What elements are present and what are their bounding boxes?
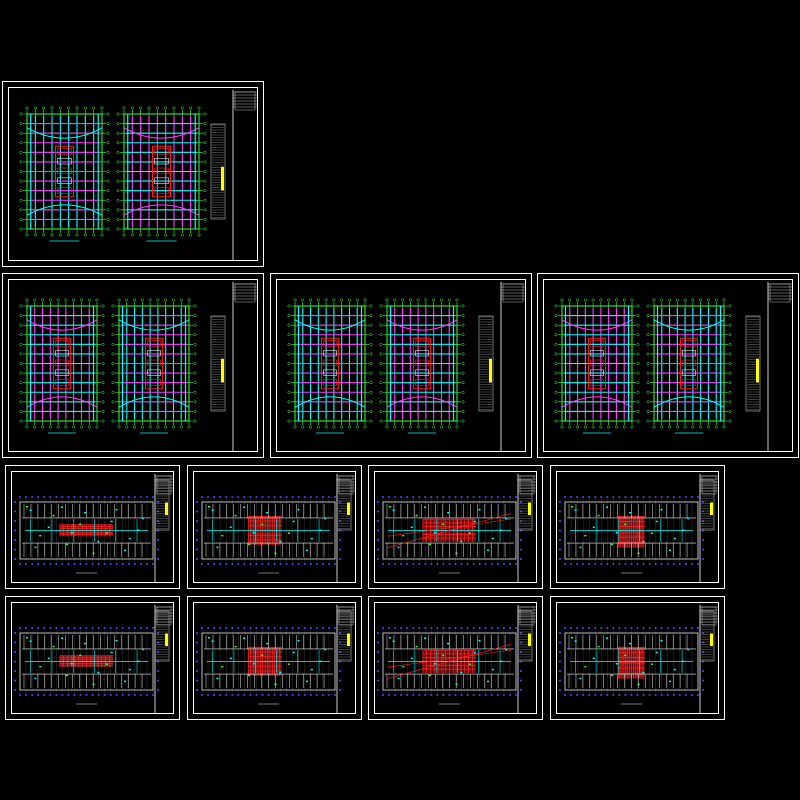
tower-plan — [116, 106, 207, 242]
title-block — [210, 282, 257, 451]
drawing-sheet-floor-8[interactable] — [550, 596, 725, 720]
floor-plan — [14, 496, 159, 574]
sheet-drawing — [196, 474, 355, 582]
drawing-sheet-floor-1[interactable] — [5, 465, 180, 589]
sheet-frame — [193, 602, 356, 714]
drawing-sheet-plan-4[interactable] — [537, 273, 799, 458]
sheet-frame — [556, 602, 719, 714]
tower-plan — [646, 298, 732, 434]
floor-plan — [377, 627, 522, 705]
floor-plan — [377, 496, 522, 574]
drawing-sheet-floor-3[interactable] — [368, 465, 543, 589]
sheet-drawing — [377, 605, 536, 713]
floor-plan — [196, 627, 341, 705]
title-block — [336, 605, 355, 713]
sheet-frame — [193, 471, 356, 583]
sheet-drawing — [14, 605, 173, 713]
sheet-frame — [11, 602, 174, 714]
sheet-frame — [8, 279, 258, 452]
title-block — [517, 605, 536, 713]
sheet-frame — [276, 279, 526, 452]
drawing-sheet-plan-3[interactable] — [270, 273, 532, 458]
title-block — [745, 282, 792, 451]
floor-plan — [196, 496, 341, 574]
title-block — [336, 474, 355, 582]
sheet-frame — [556, 471, 719, 583]
drawing-sheet-floor-6[interactable] — [187, 596, 362, 720]
tower-plan — [554, 298, 640, 434]
floor-plan — [559, 627, 704, 705]
tower-plan — [19, 106, 110, 242]
sheet-frame — [11, 471, 174, 583]
title-block — [210, 90, 257, 260]
sheet-drawing — [196, 605, 355, 713]
title-block — [699, 474, 718, 582]
sheet-drawing — [287, 282, 525, 451]
drawing-sheet-plan-1[interactable] — [2, 81, 264, 267]
sheet-frame — [543, 279, 793, 452]
sheet-drawing — [559, 474, 718, 582]
sheet-drawing — [19, 90, 257, 260]
floor-plan — [14, 627, 159, 705]
title-block — [478, 282, 525, 451]
title-block — [699, 605, 718, 713]
sheet-drawing — [377, 474, 536, 582]
drawing-sheet-floor-4[interactable] — [550, 465, 725, 589]
sheet-frame — [8, 87, 258, 261]
drawing-sheet-floor-2[interactable] — [187, 465, 362, 589]
sheet-drawing — [19, 282, 257, 451]
drawing-sheet-floor-7[interactable] — [368, 596, 543, 720]
sheet-drawing — [559, 605, 718, 713]
tower-plan — [19, 298, 105, 434]
drawing-sheet-floor-5[interactable] — [5, 596, 180, 720]
floor-plan — [559, 496, 704, 574]
tower-plan — [287, 298, 373, 434]
title-block — [154, 605, 173, 713]
sheet-frame — [374, 602, 537, 714]
title-block — [154, 474, 173, 582]
drawing-sheet-plan-2[interactable] — [2, 273, 264, 458]
sheet-drawing — [554, 282, 792, 451]
title-block — [517, 474, 536, 582]
sheet-drawing — [14, 474, 173, 582]
tower-plan — [379, 298, 465, 434]
tower-plan — [111, 298, 197, 434]
sheet-frame — [374, 471, 537, 583]
